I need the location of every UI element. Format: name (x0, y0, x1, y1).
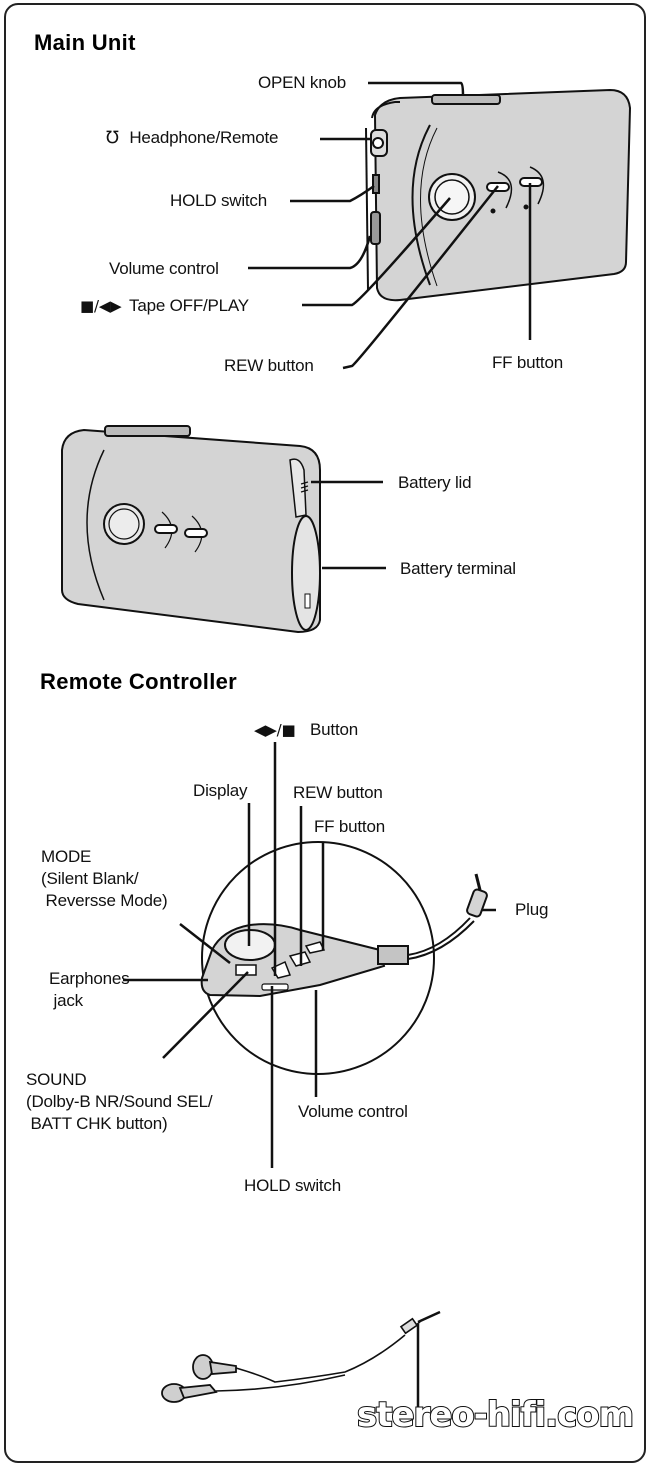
main-unit-back-device (61, 425, 321, 634)
label-remote-ff-button: FF button (314, 817, 385, 836)
label-earphones-jack: Earphones jack (49, 969, 130, 1010)
watermark: stereo-hifi.com (356, 1394, 635, 1436)
label-battery-lid: Battery lid (398, 473, 472, 492)
main-unit-heading: Main Unit (34, 30, 136, 55)
label-remote-rew-button: REW button (293, 783, 383, 802)
remote-cord-and-plug (407, 873, 488, 960)
main-unit-front-device (365, 88, 632, 302)
remote-controller-heading: Remote Controller (40, 669, 238, 694)
label-display: Display (193, 781, 248, 800)
label-remote-hold-switch: HOLD switch (244, 1176, 341, 1195)
label-ff-button: FF button (492, 353, 563, 372)
stop-play-icon: ■/◀▶ (80, 297, 122, 315)
play-stop-icon: ◀▶/■ (254, 721, 296, 739)
label-remote-volume-control: Volume control (298, 1102, 408, 1121)
label-hold-switch: HOLD switch (170, 191, 267, 210)
label-volume-control: Volume control (109, 259, 219, 278)
label-battery-terminal: Battery terminal (400, 559, 516, 578)
label-mode: MODE (Silent Blank/ Reversse Mode) (41, 847, 168, 910)
remote-magnifier-circle (201, 841, 435, 1075)
label-rew-button: REW button (224, 356, 314, 375)
headphone-icon: ℧ (106, 128, 119, 148)
label-sound: SOUND (Dolby-B NR/Sound SEL/ BATT CHK bu… (26, 1070, 213, 1133)
label-headphone-remote: ℧ Headphone/Remote (106, 128, 279, 148)
label-plug: Plug (515, 900, 549, 919)
remote-device (200, 923, 409, 998)
main-unit-back-leader-lines (311, 480, 386, 570)
remote-leader-lines (123, 742, 496, 1168)
label-tape-off-play: ■/◀▶ Tape OFF/PLAY (80, 296, 249, 315)
label-play-stop-button: ◀▶/■ Button (254, 720, 358, 739)
main-unit-leader-lines (248, 81, 532, 370)
label-open-knob: OPEN knob (258, 73, 346, 92)
